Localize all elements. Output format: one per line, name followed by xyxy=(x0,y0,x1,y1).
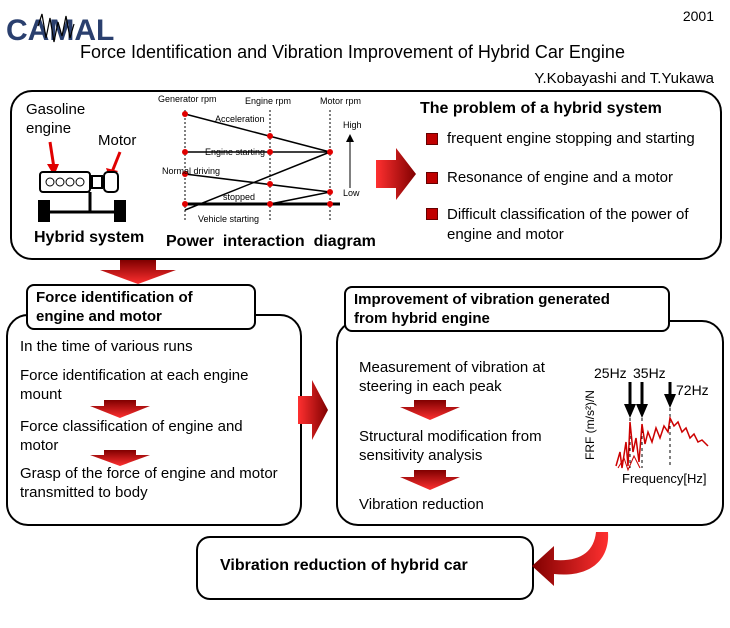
left-step-2: Force classification of engine and motor xyxy=(20,418,243,454)
frf-xlabel: Frequency[Hz] xyxy=(622,471,707,486)
col-engine: Engine rpm xyxy=(245,96,291,106)
problem-title: The problem of a hybrid system xyxy=(420,100,662,117)
authors: Y.Kobayashi and T.Yukawa xyxy=(534,70,714,87)
frf-ylabel: FRF (m/s²)/N xyxy=(583,390,597,460)
label-normal-driving: Normal driving xyxy=(162,166,220,176)
left-intro: In the time of various runs xyxy=(20,338,193,355)
label-stopped: stopped xyxy=(223,192,255,202)
arrow-down-icon xyxy=(100,260,176,284)
arrow-down-icon xyxy=(90,450,150,466)
right-step-3: Vibration reduction xyxy=(359,496,484,513)
label-engine-starting: Engine starting xyxy=(205,147,265,157)
force-identification-title: Force identification of engine and motor xyxy=(26,284,256,330)
diagram-caption: Power interaction diagram xyxy=(166,233,376,250)
problem-bullet-1 xyxy=(426,133,438,145)
label-acceleration: Acceleration xyxy=(215,114,265,124)
motor-label: Motor xyxy=(98,132,137,149)
col-generator: Generator rpm xyxy=(158,94,217,104)
logo-graphic: CAMAL xyxy=(6,13,114,47)
col-motor: Motor rpm xyxy=(320,96,361,106)
logo: CAMAL xyxy=(6,8,126,48)
force-identification-panel xyxy=(6,314,302,526)
arrow-down-icon xyxy=(400,470,460,490)
power-interaction-diagram: Generator rpm Engine rpm Motor rpm Accel… xyxy=(158,94,362,224)
gasoline-engine-label: Gasoline engine xyxy=(26,101,86,137)
problem-bullet-2 xyxy=(426,172,438,184)
year: 2001 xyxy=(682,8,714,24)
label-high: High xyxy=(343,120,362,130)
right-step-2: Structural modification from sensitivity… xyxy=(359,428,542,464)
hybrid-system-caption: Hybrid system xyxy=(34,229,145,246)
left-step-3: Grasp of the force of engine and motor t… xyxy=(20,465,278,501)
frf-plot xyxy=(615,382,709,472)
label-low: Low xyxy=(343,188,360,198)
vibration-improvement-panel xyxy=(336,320,724,526)
problem-1: frequent engine stopping and starting xyxy=(447,130,695,147)
arrow-down-icon xyxy=(400,400,460,420)
label-35hz: 35Hz xyxy=(633,365,666,381)
hybrid-system-panel xyxy=(10,90,722,260)
right-step-1: Measurement of vibration at steering in … xyxy=(359,359,545,395)
conclusion-box xyxy=(196,536,534,600)
arrow-right-icon xyxy=(298,380,328,440)
vibration-improvement-title: Improvement of vibration generated from … xyxy=(344,286,670,332)
arrow-down-icon xyxy=(90,400,150,418)
left-step-1: Force identification at each engine moun… xyxy=(20,367,249,403)
label-vehicle-starting: Vehicle starting xyxy=(198,214,259,224)
problem-2: Resonance of engine and a motor xyxy=(447,169,673,186)
curved-arrow-icon xyxy=(532,532,609,586)
conclusion-text: Vibration reduction of hybrid car xyxy=(220,557,468,574)
problem-3: Difficult classification of the power of… xyxy=(447,206,689,243)
hybrid-system-illustration xyxy=(38,141,126,222)
arrow-right-icon xyxy=(376,148,416,200)
page-title: Force Identification and Vibration Impro… xyxy=(80,42,625,62)
problem-bullet-3 xyxy=(426,208,438,220)
label-72hz: 72Hz xyxy=(676,382,709,398)
label-25hz: 25Hz xyxy=(594,365,627,381)
